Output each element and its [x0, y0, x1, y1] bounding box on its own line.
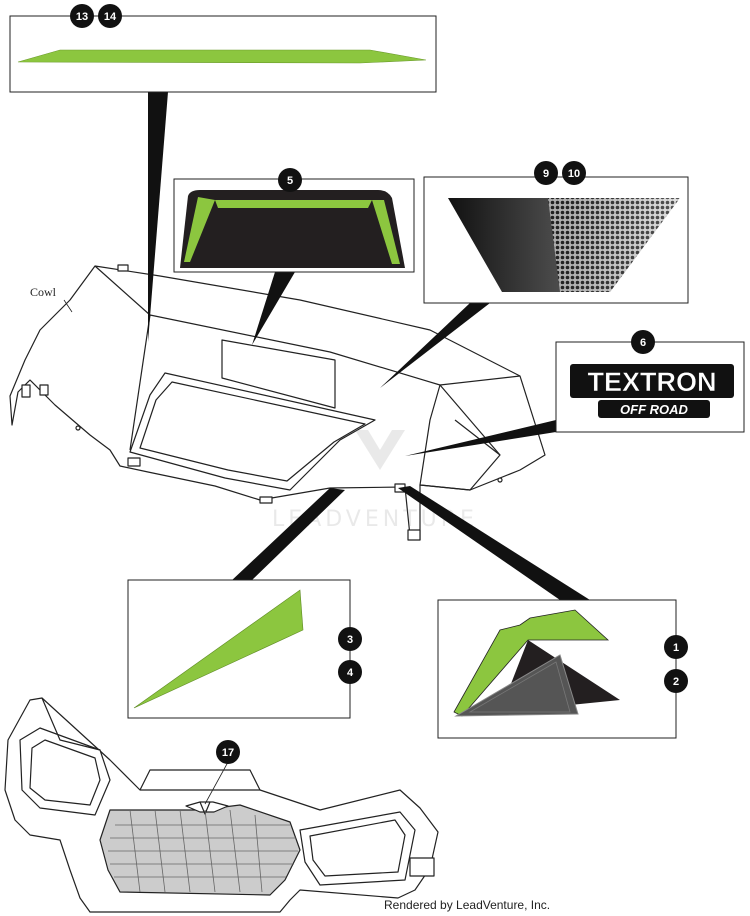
logo-sub-text: OFF ROAD	[620, 402, 688, 417]
callout-4-label: 4	[347, 667, 354, 679]
leader-13-14	[148, 92, 168, 342]
leader-1-2	[398, 486, 590, 600]
callout-14-badge	[98, 4, 122, 28]
decal-5-green-top	[215, 200, 372, 208]
callout-17-badge	[216, 740, 240, 764]
decal-halftone-dots	[548, 198, 680, 292]
decal-13-14-box: 13 14	[9, 4, 437, 93]
callout-3-label: 3	[347, 634, 353, 646]
decal-9-10-box: 9 10	[423, 161, 689, 304]
callout-13-label: 13	[76, 11, 88, 23]
callout-5-badge	[278, 168, 302, 192]
callout-14-label: 14	[104, 11, 117, 23]
cowl-label-leader	[63, 299, 73, 313]
callout-13-badge	[70, 4, 94, 28]
decal-1-2-box: 1 2	[437, 599, 688, 739]
callout-9-label: 9	[543, 168, 549, 180]
logo-brand-plate	[570, 364, 734, 398]
decal-corner-grey	[454, 654, 579, 717]
decal-corner-pattern	[468, 661, 571, 713]
callout-6-badge	[631, 330, 655, 354]
decal-5-green-right	[372, 200, 400, 264]
callout-4-badge	[338, 660, 362, 684]
leader-wedges	[148, 92, 590, 600]
callout-10-badge	[562, 161, 586, 185]
grille-mesh	[108, 809, 298, 893]
callout-3-badge	[338, 627, 362, 651]
decal-3-4-box: 3 4	[127, 579, 362, 719]
callout-17-label: 17	[222, 747, 234, 759]
decal-corner-green	[453, 609, 610, 717]
decal-strip-green	[17, 49, 427, 64]
leader-5	[252, 272, 295, 345]
callout-9-badge	[534, 161, 558, 185]
callout-10-label: 10	[568, 168, 580, 180]
leader-17	[204, 761, 229, 805]
render-credit: Rendered by LeadVenture, Inc.	[384, 898, 551, 912]
logo-brand-text: TEXTRON	[587, 367, 716, 397]
leader-3-4	[230, 488, 345, 582]
leader-9-10	[380, 303, 490, 388]
callout-2-badge	[664, 669, 688, 693]
logo-sub-plate	[598, 400, 710, 418]
cowl-label: Cowl	[30, 285, 57, 299]
callout-2-label: 2	[673, 676, 679, 688]
decal-5-box: 5	[173, 168, 415, 273]
callout-1-badge	[664, 635, 688, 659]
decal-sliver-green	[133, 589, 304, 709]
leader-6	[405, 420, 556, 456]
decal-6-box: TEXTRON OFF ROAD 6	[555, 330, 745, 433]
decal-5-green-left	[184, 197, 215, 262]
decal-5-dark-panel	[180, 190, 405, 268]
callout-5-label: 5	[287, 175, 293, 187]
cowl-part	[9, 264, 546, 541]
callout-6-label: 6	[640, 337, 646, 349]
callout-1-label: 1	[673, 642, 679, 654]
front-grille-part	[4, 697, 439, 913]
